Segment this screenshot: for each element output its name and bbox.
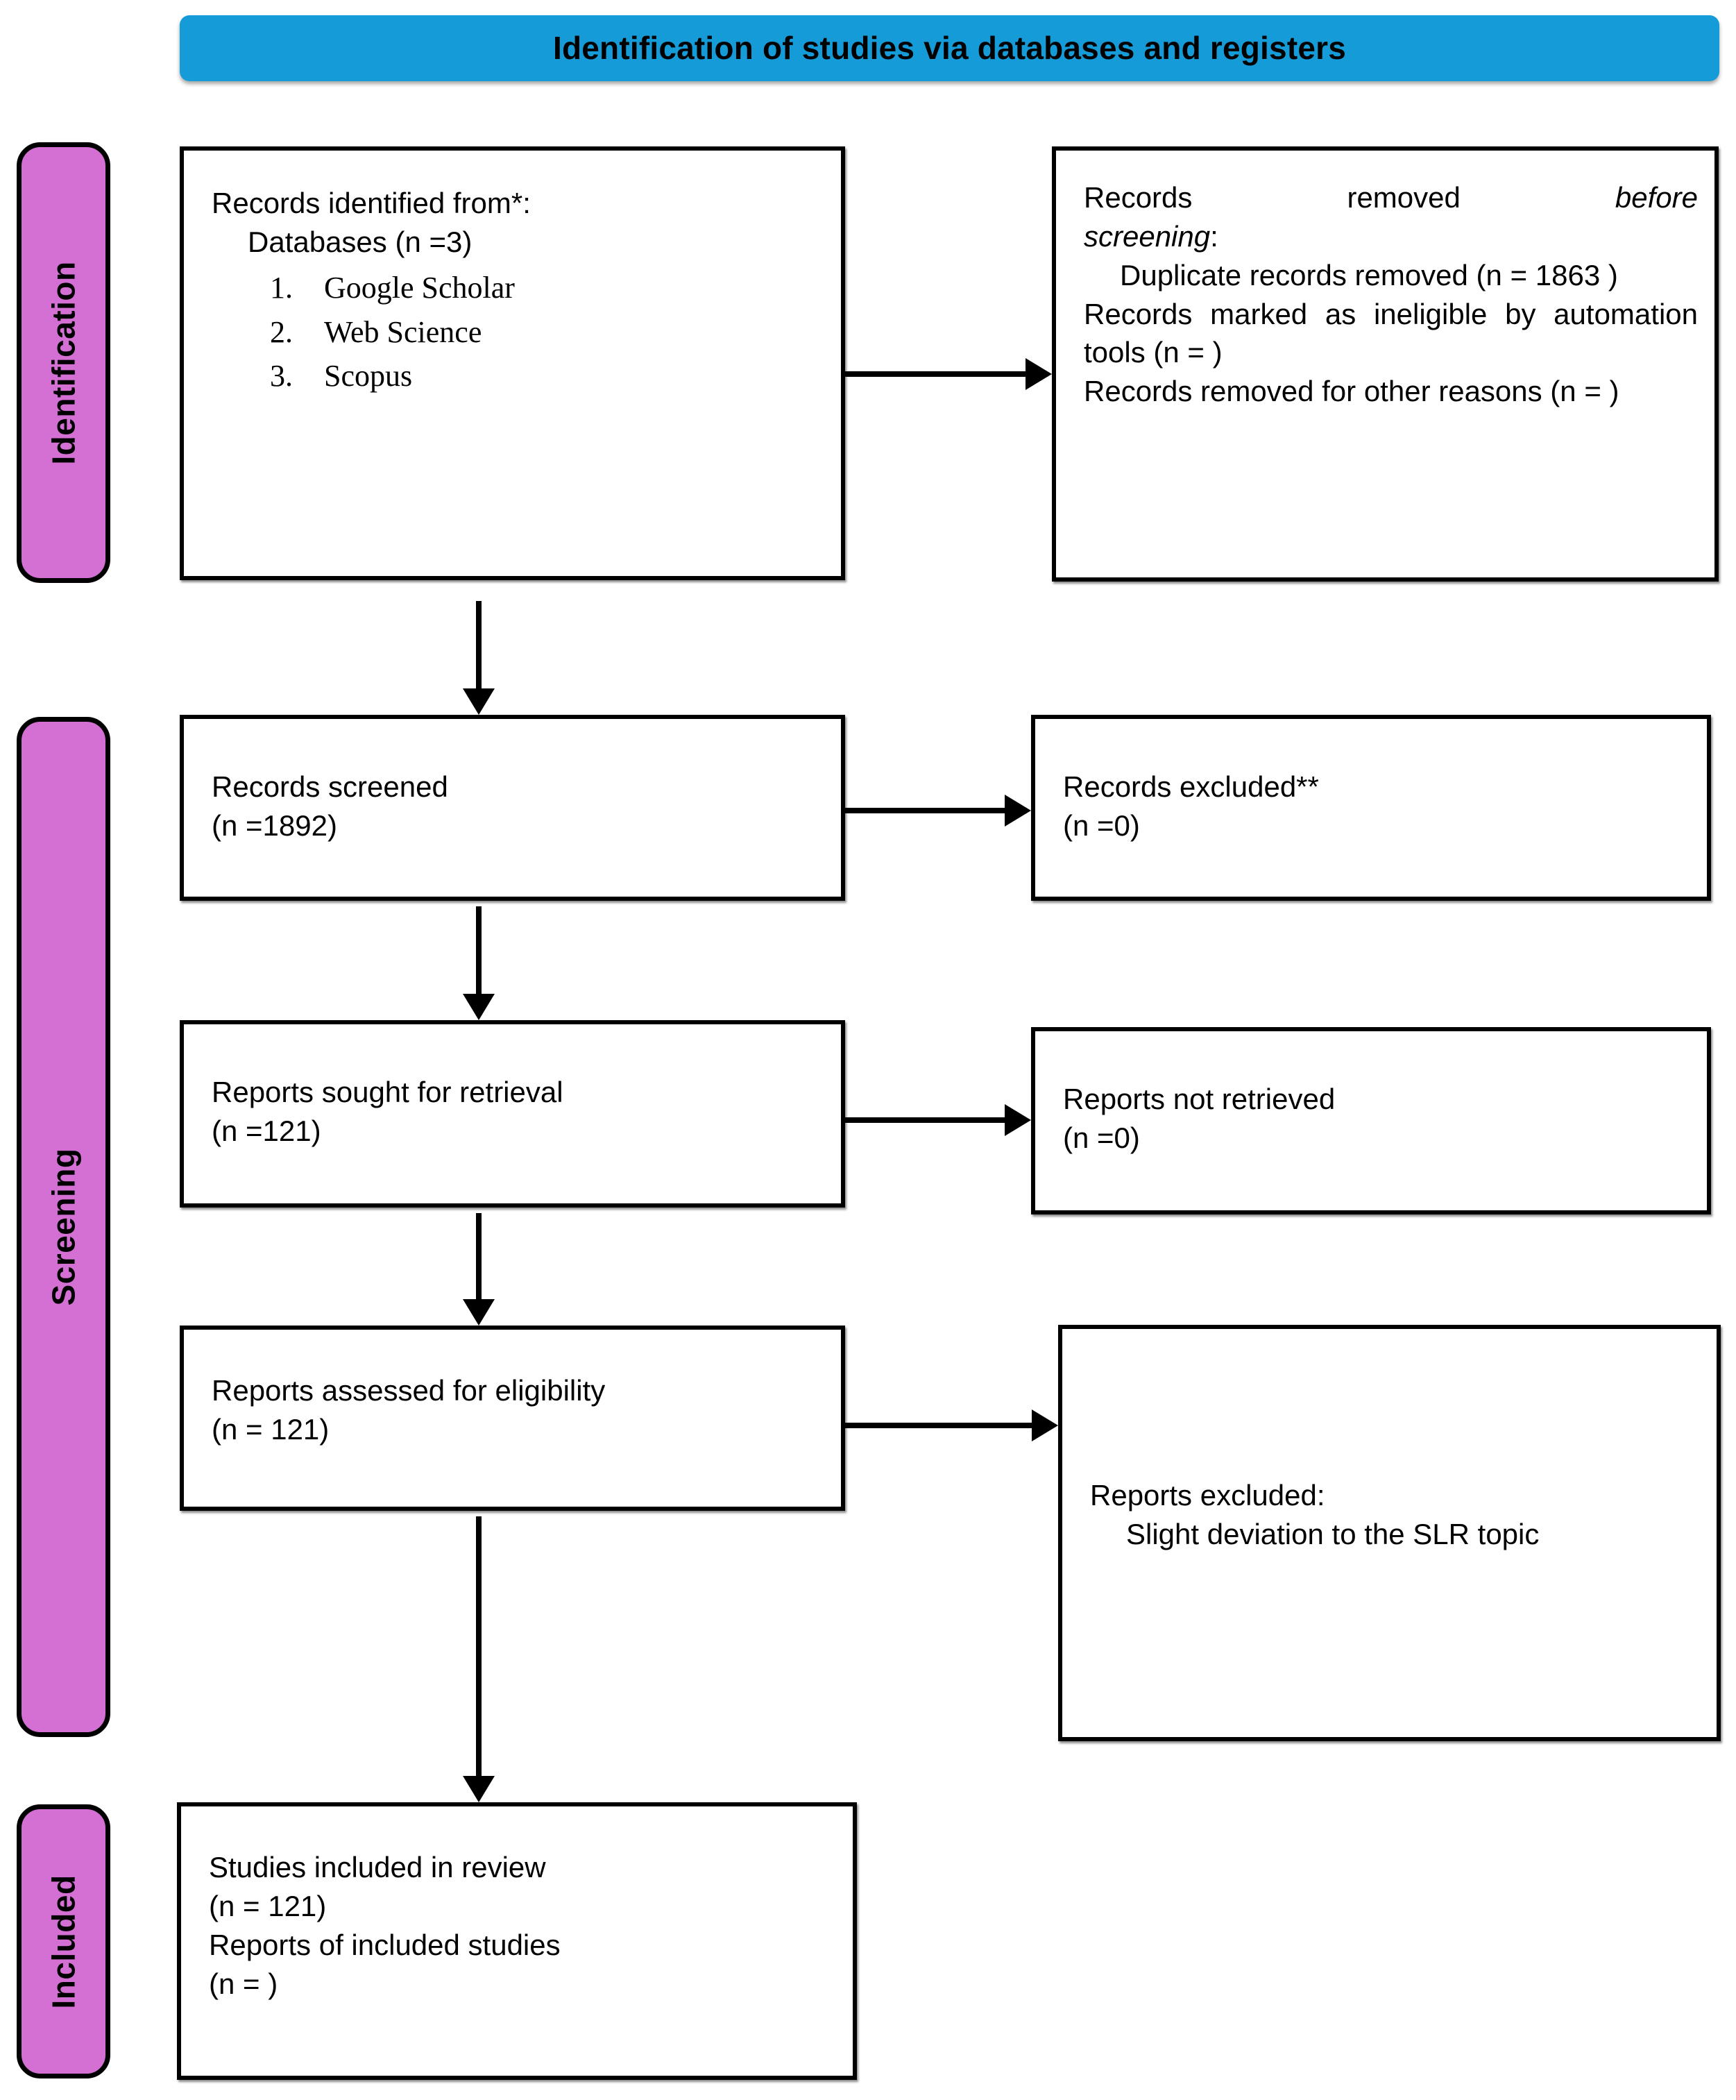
box-records-identified-text: Records identified from*: Databases (n =… <box>212 184 824 398</box>
reports-not-retrieved-label: Reports not retrieved <box>1063 1083 1336 1115</box>
database-list: Google Scholar Web Science Scopus <box>212 266 824 398</box>
list-item: Web Science <box>300 310 824 355</box>
box-records-excluded-text: Records excluded** (n =0) <box>1063 768 1690 845</box>
records-screened-label: Records screened <box>212 770 448 803</box>
reports-not-retrieved-count: (n =0) <box>1063 1121 1140 1154</box>
records-removed-screening-word: screening <box>1084 219 1211 253</box>
box-reports-excluded-reasons: Reports excluded: Slight deviation to th… <box>1058 1325 1721 1741</box>
list-item: Scopus <box>300 354 824 398</box>
box-records-removed: Records removed before screening: Duplic… <box>1052 146 1719 582</box>
phase-label-identification-text: Identification <box>45 260 82 465</box>
box-studies-included-text: Studies included in review (n = 121) Rep… <box>209 1848 836 2003</box>
records-removed-colon: : <box>1210 219 1218 253</box>
reports-sought-label: Reports sought for retrieval <box>212 1076 563 1108</box>
box-reports-not-retrieved-text: Reports not retrieved (n =0) <box>1063 1080 1690 1158</box>
reports-excluded-reason: Slight deviation to the SLR topic <box>1126 1517 1540 1550</box>
reports-of-included-count: (n = ) <box>209 1967 278 2000</box>
box-records-screened: Records screened (n =1892) <box>180 715 845 901</box>
phase-label-included: Included <box>17 1804 110 2078</box>
box-reports-sought: Reports sought for retrieval (n =121) <box>180 1020 845 1208</box>
records-removed-word-2: removed <box>1347 181 1461 214</box>
diagram-header-banner: Identification of studies via databases … <box>180 15 1719 81</box>
reports-of-included-label: Reports of included studies <box>209 1928 561 1961</box>
reports-assessed-label: Reports assessed for eligibility <box>212 1374 606 1407</box>
list-item: Google Scholar <box>300 266 824 310</box>
records-identified-databases-count: Databases (n =3) <box>248 225 473 258</box>
box-reports-not-retrieved: Reports not retrieved (n =0) <box>1031 1027 1711 1214</box>
box-records-removed-text: Records removed before screening: Duplic… <box>1084 178 1698 411</box>
records-removed-word-1: Records <box>1084 181 1193 214</box>
box-reports-assessed-text: Reports assessed for eligibility (n = 12… <box>212 1371 824 1449</box>
phase-label-screening: Screening <box>17 717 110 1737</box>
box-records-screened-text: Records screened (n =1892) <box>212 768 824 845</box>
box-records-excluded: Records excluded** (n =0) <box>1031 715 1711 901</box>
box-studies-included: Studies included in review (n = 121) Rep… <box>177 1802 857 2080</box>
duplicate-records-removed: Duplicate records removed (n = 1863 ) <box>1120 258 1618 291</box>
reports-excluded-label: Reports excluded: <box>1090 1479 1325 1512</box>
box-reports-sought-text: Reports sought for retrieval (n =121) <box>212 1073 824 1151</box>
reports-sought-count: (n =121) <box>212 1114 321 1147</box>
banner-title: Identification of studies via databases … <box>552 30 1347 67</box>
box-reports-excluded-reasons-text: Reports excluded: Slight deviation to th… <box>1090 1476 1700 1554</box>
records-screened-count: (n =1892) <box>212 808 337 842</box>
reports-assessed-count: (n = 121) <box>212 1412 330 1446</box>
records-marked-ineligible: Records marked as ineligible by automati… <box>1084 297 1698 369</box>
phase-label-included-text: Included <box>45 1874 82 2009</box>
records-identified-heading: Records identified from*: <box>212 187 531 219</box>
phase-label-screening-text: Screening <box>45 1148 82 1306</box>
records-removed-other-reasons: Records removed for other reasons (n = ) <box>1084 375 1619 408</box>
box-records-identified: Records identified from*: Databases (n =… <box>180 146 845 580</box>
records-excluded-count: (n =0) <box>1063 808 1140 842</box>
studies-included-label: Studies included in review <box>209 1851 546 1883</box>
records-excluded-label: Records excluded** <box>1063 770 1319 803</box>
box-reports-assessed: Reports assessed for eligibility (n = 12… <box>180 1326 845 1511</box>
studies-included-count: (n = 121) <box>209 1889 327 1922</box>
phase-label-identification: Identification <box>17 142 110 583</box>
records-removed-word-3: before <box>1615 181 1698 214</box>
